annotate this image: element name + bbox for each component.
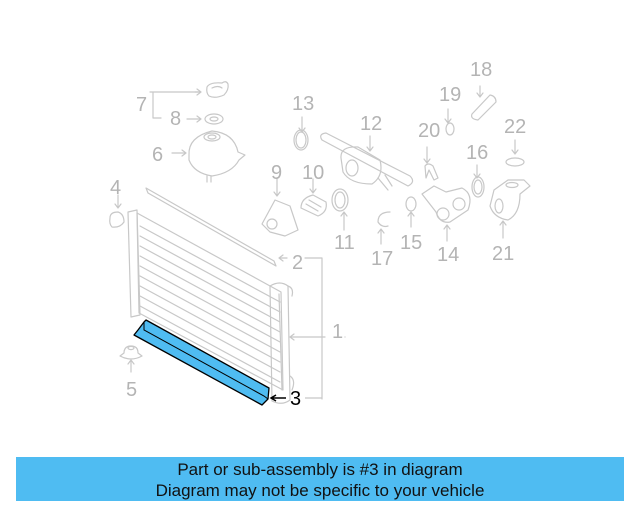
callout-3[interactable]: 3 <box>290 388 302 410</box>
pipe-part <box>320 132 414 187</box>
callout-2[interactable]: 2 <box>292 252 304 274</box>
callout-20[interactable]: 20 <box>418 120 441 142</box>
callout-1[interactable]: 1 <box>332 321 344 343</box>
callout-11[interactable]: 11 <box>334 232 355 254</box>
callout-10[interactable]: 10 <box>302 162 325 184</box>
parts-diagram: 1 2 3 4 5 6 7 8 9 10 11 12 13 14 15 16 1… <box>109 59 531 410</box>
banner-disclaimer-line: Diagram may not be specific to your vehi… <box>155 481 485 500</box>
callout-21[interactable]: 21 <box>492 243 515 265</box>
banner-part-line: Part or sub-assembly is #3 in diagram <box>177 460 463 479</box>
callout-5[interactable]: 5 <box>126 379 138 401</box>
callout-12[interactable]: 12 <box>360 113 383 135</box>
housing-part <box>421 185 471 223</box>
callout-4[interactable]: 4 <box>110 177 122 199</box>
callout-22[interactable]: 22 <box>504 116 527 138</box>
diagram-artwork <box>109 81 531 406</box>
expansion-tank <box>188 130 246 177</box>
callout-7[interactable]: 7 <box>136 94 148 116</box>
callout-17[interactable]: 17 <box>371 248 394 270</box>
callout-8[interactable]: 8 <box>170 108 182 130</box>
callout-6[interactable]: 6 <box>152 144 164 166</box>
callout-18[interactable]: 18 <box>470 59 493 81</box>
radiator-body <box>136 212 284 391</box>
highlighted-part-3 <box>133 319 322 406</box>
info-banner: Part or sub-assembly is #3 in diagram Di… <box>16 457 624 501</box>
cap-part <box>206 81 229 98</box>
callout-9[interactable]: 9 <box>271 162 283 184</box>
callout-19[interactable]: 19 <box>439 84 462 106</box>
callout-16[interactable]: 16 <box>466 142 489 164</box>
callout-13[interactable]: 13 <box>292 93 315 115</box>
callout-14[interactable]: 14 <box>437 244 460 266</box>
callout-15[interactable]: 15 <box>400 232 423 254</box>
mount-part <box>261 199 299 237</box>
